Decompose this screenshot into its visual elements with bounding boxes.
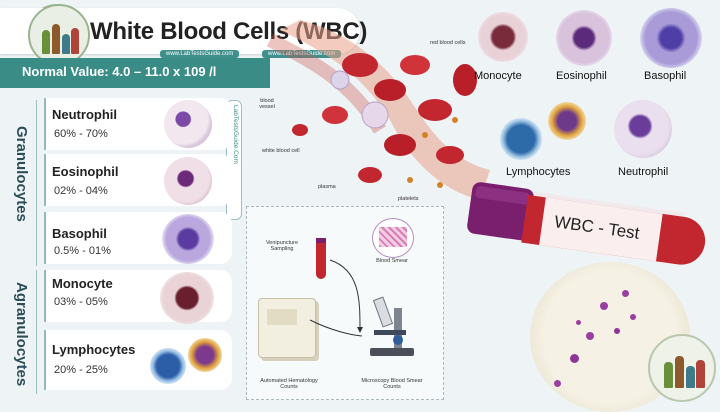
gallery-lymphocytes-label: Lymphocytes: [506, 166, 571, 178]
eosinophil-cell-image: [164, 157, 212, 205]
gallery-eosinophil-image: [556, 10, 612, 66]
neutrophil-cell-image: [164, 100, 212, 148]
monocyte-cell-image: [160, 272, 214, 324]
gallery-neutrophil-image: [614, 100, 672, 158]
red-blood-cell: [374, 79, 406, 101]
white-blood-cell: [361, 101, 389, 129]
label-blood-smear: Blood Smear: [376, 258, 408, 264]
basophil-cell-image: [162, 214, 214, 264]
red-blood-cell: [292, 124, 308, 136]
label-platelets: platelets: [398, 196, 419, 202]
lymphocyte-cell-image-1: [150, 348, 186, 384]
red-blood-cell: [384, 134, 416, 156]
cell-range-eosinophil: 02% - 04%: [54, 185, 108, 197]
gallery-basophil-image: [640, 8, 702, 68]
logo-overlay: [28, 4, 90, 66]
blood-vessel-illustration: [266, 20, 490, 200]
cell-name-monocyte: Monocyte: [52, 276, 113, 291]
label-white-blood-cell: white blood cell: [262, 148, 300, 154]
red-blood-cell: [418, 99, 452, 121]
red-blood-cell: [358, 167, 382, 183]
cell-range-neutrophil: 60% - 70%: [54, 128, 108, 140]
wbc-test-tube: [467, 182, 706, 265]
divider-agranulocytes: [36, 270, 37, 394]
normal-value: Normal Value: 4.0 – 11.0 x 109 /l: [22, 64, 217, 79]
platelet: [452, 117, 458, 123]
platelet: [437, 182, 443, 188]
lymphocyte-cell-image-2: [188, 338, 222, 372]
site-tag-1: www.LabTestsGuide.com: [160, 50, 240, 58]
cell-range-basophil: 0.5% - 01%: [54, 245, 111, 257]
gallery-eosinophil-label: Eosinophil: [556, 70, 607, 82]
vertical-site-tag-text: LabTestsGuide.Com: [232, 105, 239, 164]
red-blood-cell: [436, 146, 464, 164]
label-red-blood-cells: red blood cells: [430, 40, 466, 46]
platelet: [407, 177, 413, 183]
site-tag-2: www.LabTestsGuide.com: [262, 50, 342, 58]
normal-value-bar: [0, 58, 270, 88]
cell-name-basophil: Basophil: [52, 226, 107, 241]
cell-name-eosinophil: Eosinophil: [52, 164, 119, 179]
label-venipuncture: Venipuncture Sampling: [265, 240, 299, 252]
label-plasma: plasma: [318, 184, 336, 190]
gallery-lymphocyte-image-2: [548, 102, 586, 140]
white-blood-cell: [330, 70, 350, 90]
label-microscopy: Microscopy Blood Smear Counts: [361, 378, 423, 390]
red-blood-cell: [453, 64, 477, 96]
gallery-lymphocyte-image-1: [500, 118, 542, 160]
gallery-monocyte-image: [478, 12, 528, 62]
blood-smear-image: [372, 218, 414, 258]
microscope-icon: [370, 296, 414, 356]
platelet: [422, 132, 428, 138]
red-blood-cell: [322, 106, 348, 124]
gallery-neutrophil-label: Neutrophil: [618, 166, 669, 178]
label-blood-vessel: blood vessel: [259, 98, 275, 110]
agranulocytes-label: Agranulocytes: [13, 282, 30, 387]
divider-granulocytes: [36, 100, 37, 266]
process-arrows: [309, 259, 363, 337]
granulocytes-label: Granulocytes: [13, 126, 30, 222]
test-tube-small: [316, 238, 326, 279]
label-automated: Automated Hematology Counts: [260, 378, 318, 390]
gallery-basophil-label: Basophil: [644, 70, 687, 82]
gallery-monocyte-label: Monocyte: [474, 70, 522, 82]
cell-name-lymphocytes: Lymphocytes: [52, 342, 136, 357]
hematology-analyzer-icon: [258, 298, 316, 358]
logo-bottom: [648, 334, 716, 402]
cell-range-monocyte: 03% - 05%: [54, 296, 108, 308]
red-blood-cell: [400, 55, 430, 75]
cell-name-neutrophil: Neutrophil: [52, 107, 117, 122]
cell-range-lymphocytes: 20% - 25%: [54, 364, 108, 376]
red-blood-cell: [342, 53, 378, 77]
